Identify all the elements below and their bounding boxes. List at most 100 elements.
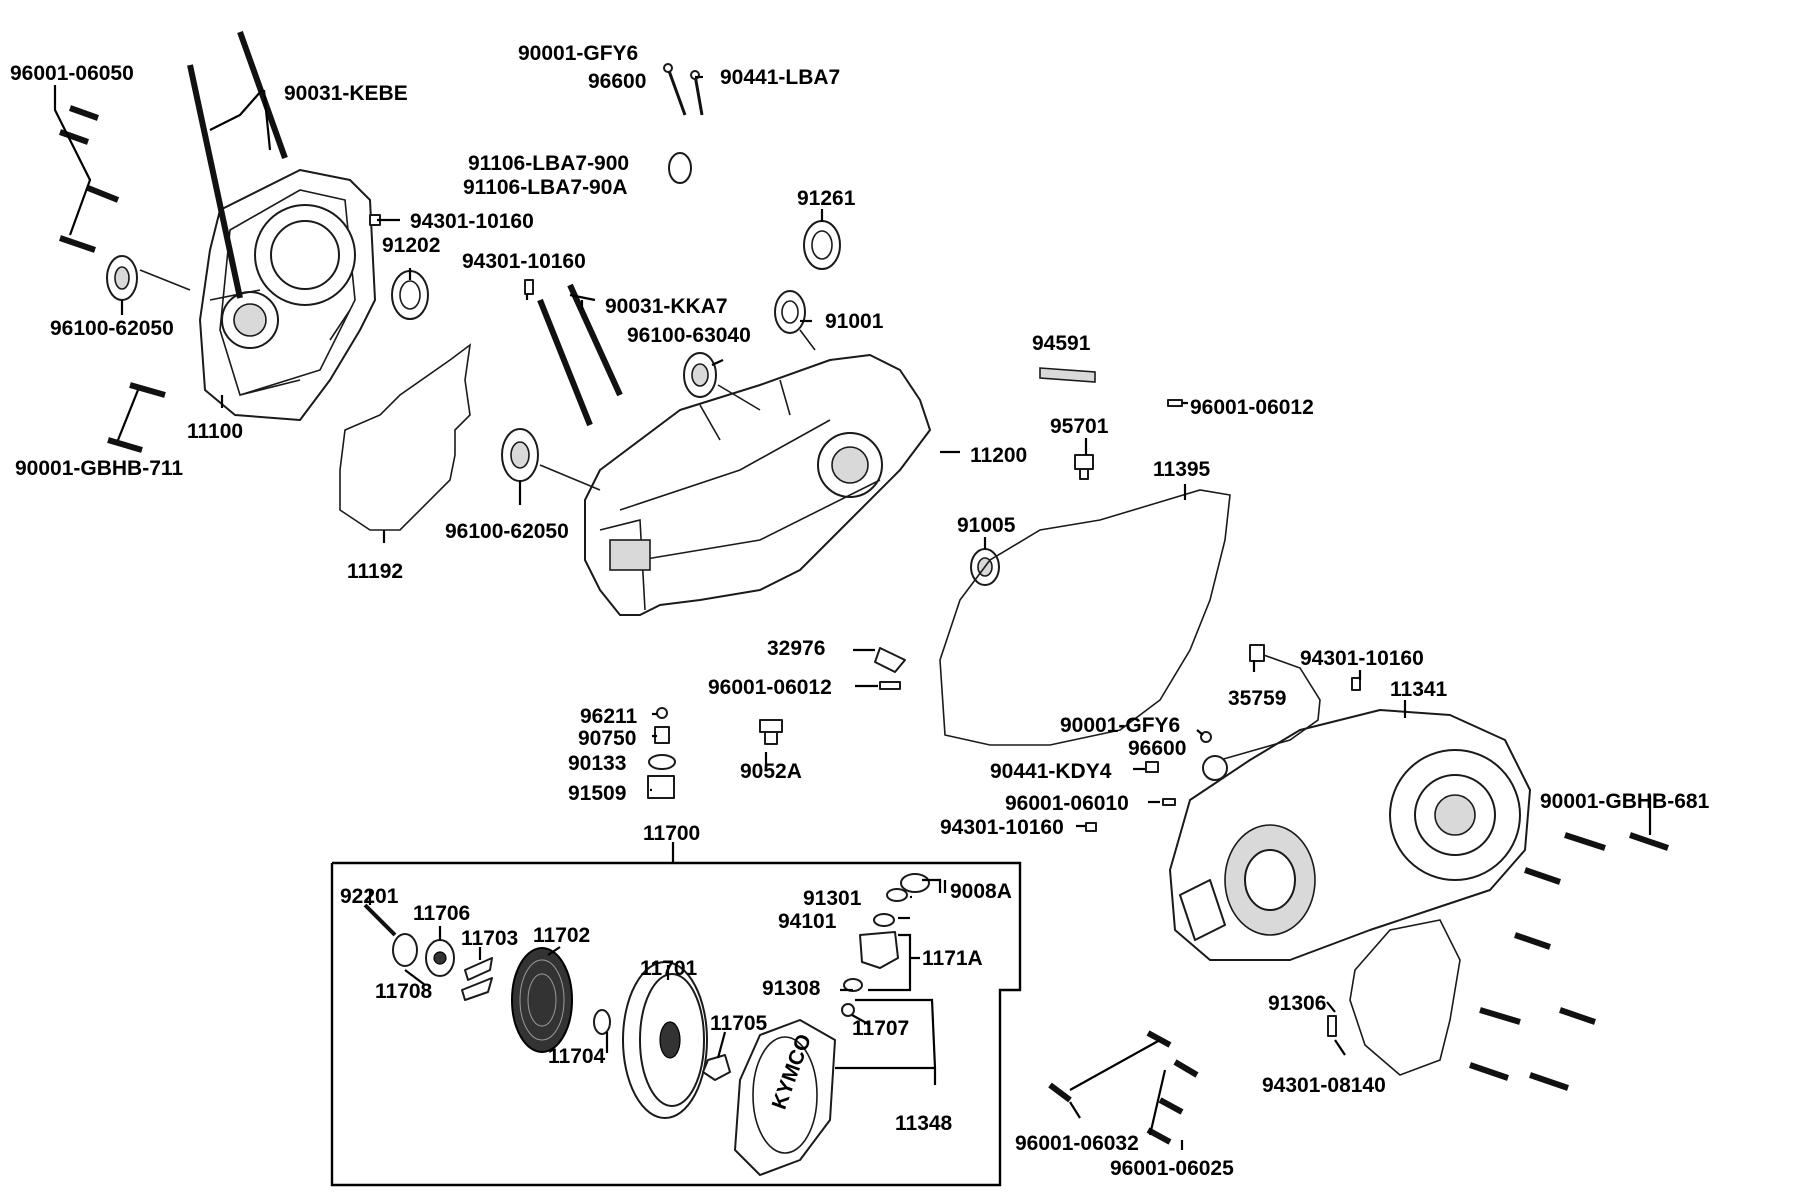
crankcase-cover-11341: [1169, 709, 1531, 961]
label-96100-62050-a: 96100-62050: [50, 317, 174, 340]
label-90441-kdy4: 90441-KDY4: [990, 760, 1112, 783]
label-11705: 11705: [710, 1012, 768, 1035]
label-91306: 91306: [1268, 992, 1326, 1015]
label-90031-kka7: 90031-KKA7: [605, 295, 728, 318]
label-11706: 11706: [413, 902, 470, 925]
bolt-90001-gbhb-681: [1469, 832, 1669, 1091]
label-95701: 95701: [1050, 415, 1109, 438]
valve-stack: [647, 707, 676, 799]
label-90031-kebe: 90031-KEBE: [284, 82, 408, 105]
hose-90441-lba7: [663, 63, 704, 116]
label-90441-lba7: 90441-LBA7: [720, 66, 840, 89]
label-96001-06012-a: 96001-06012: [1190, 396, 1314, 419]
label-96100-63040: 96100-63040: [627, 324, 751, 347]
label-96001-06012-b: 96001-06012: [708, 676, 832, 699]
bolt-96001-06012-top: [1167, 399, 1183, 407]
label-11100: 11100: [187, 420, 243, 443]
bolt-96001-06012-mid: [879, 681, 901, 690]
label-11200: 11200: [970, 444, 1027, 467]
label-91202: 91202: [382, 234, 440, 257]
label-94301-10160-c: 94301-10160: [1300, 647, 1424, 670]
label-96001-06032: 96001-06032: [1015, 1132, 1139, 1155]
left-crankcase-11100: [199, 169, 376, 421]
bearing-96100-63040: [683, 352, 761, 411]
label-11703: 11703: [461, 927, 518, 950]
plug-9052a: [759, 719, 783, 745]
clamp-90441-kdy4: [1145, 761, 1159, 773]
label-91001: 91001: [825, 310, 884, 333]
label-11707: 11707: [852, 1017, 909, 1040]
label-11701: 11701: [640, 957, 698, 980]
label-35759: 35759: [1228, 687, 1286, 710]
label-11702: 11702: [533, 924, 590, 947]
label-91509: 91509: [568, 782, 626, 805]
label-1171a: 1171A: [922, 947, 983, 970]
right-crankcase-11200: [584, 354, 931, 616]
label-91106-lba7-90a: 91106-LBA7-90A: [463, 176, 628, 199]
label-94301-10160-b: 94301-10160: [462, 250, 586, 273]
gasket-11395: [939, 489, 1231, 746]
label-11348: 11348: [895, 1112, 953, 1135]
plate-94591: [1039, 367, 1096, 383]
seal-91106: [668, 152, 692, 184]
label-9008a: 9008A: [950, 880, 1012, 903]
label-90001-gfy6-mid: 90001-GFY6: [1060, 714, 1180, 737]
label-90133: 90133: [568, 752, 626, 775]
label-94591: 94591: [1032, 332, 1091, 355]
label-90750: 90750: [578, 727, 636, 750]
label-94301-08140: 94301-08140: [1262, 1074, 1386, 1097]
seal-91261: [803, 220, 841, 270]
bolt-96001-06050: [53, 85, 120, 253]
gasket-91306: [1349, 919, 1461, 1076]
bolt-95701: [1074, 454, 1094, 480]
fitting-96600: [1200, 731, 1212, 743]
label-96100-62050-b: 96100-62050: [445, 520, 569, 543]
starter-kit-frame-11700: [330, 861, 1022, 1187]
label-94301-10160-a: 94301-10160: [410, 210, 534, 233]
label-96001-06050: 96001-06050: [10, 62, 134, 85]
label-96600-top: 96600: [588, 70, 646, 93]
label-94301-10160-d: 94301-10160: [940, 816, 1064, 839]
gasket-11192: [339, 343, 472, 531]
label-92201: 92201: [340, 885, 399, 908]
label-91301: 91301: [803, 887, 862, 910]
bolt-96001-06032: [1048, 1030, 1199, 1145]
label-96600-mid: 96600: [1128, 737, 1186, 760]
bracket-32976: [874, 647, 906, 673]
starter-parts: KYMCO: [363, 873, 930, 1176]
label-96211: 96211: [580, 705, 638, 728]
stud-90031-kebe: [187, 30, 288, 299]
pin-94301-10160-right: [1085, 822, 1097, 832]
label-11341: 11341: [1390, 678, 1448, 701]
label-91308: 91308: [762, 977, 821, 1000]
label-11708: 11708: [375, 980, 433, 1003]
label-90001-gbhb-681: 90001-GBHB-681: [1540, 790, 1710, 813]
leader-lines: [120, 75, 1652, 1150]
label-94101: 94101: [778, 910, 837, 933]
label-90001-gfy6-top: 90001-GFY6: [518, 42, 638, 65]
label-90001-gbhb-711: 90001-GBHB-711: [15, 457, 183, 480]
label-11700: 11700: [643, 822, 700, 845]
bearing-96100-62050-center: [501, 428, 601, 491]
label-96001-06010: 96001-06010: [1005, 792, 1129, 815]
label-91106-lba7-900: 91106-LBA7-900: [468, 152, 629, 175]
bearing-96100-62050-left: [106, 255, 191, 301]
label-91261: 91261: [797, 187, 856, 210]
pin-94301-08140: [1327, 1015, 1337, 1037]
label-9052a: 9052A: [740, 760, 802, 783]
label-11704: 11704: [548, 1045, 606, 1068]
pin-94301-10160-center: [524, 279, 534, 295]
sensor-35759: [1202, 644, 1321, 781]
stud-90031-kka7: [537, 283, 623, 427]
label-32976: 32976: [767, 637, 825, 660]
label-96001-06025: 96001-06025: [1110, 1157, 1234, 1180]
label-11192: 11192: [347, 560, 403, 583]
label-11395: 11395: [1153, 458, 1211, 481]
seal-91001: [774, 290, 816, 351]
pin-94301-10160-upper-right: [1351, 677, 1361, 691]
label-91005: 91005: [957, 514, 1016, 537]
bolt-96001-06010: [1162, 798, 1176, 806]
part-labels: 96001-06050 90031-KEBE 90001-GFY6 96600 …: [10, 42, 1710, 1180]
bolt-90001-gbhb-711: [107, 382, 166, 453]
